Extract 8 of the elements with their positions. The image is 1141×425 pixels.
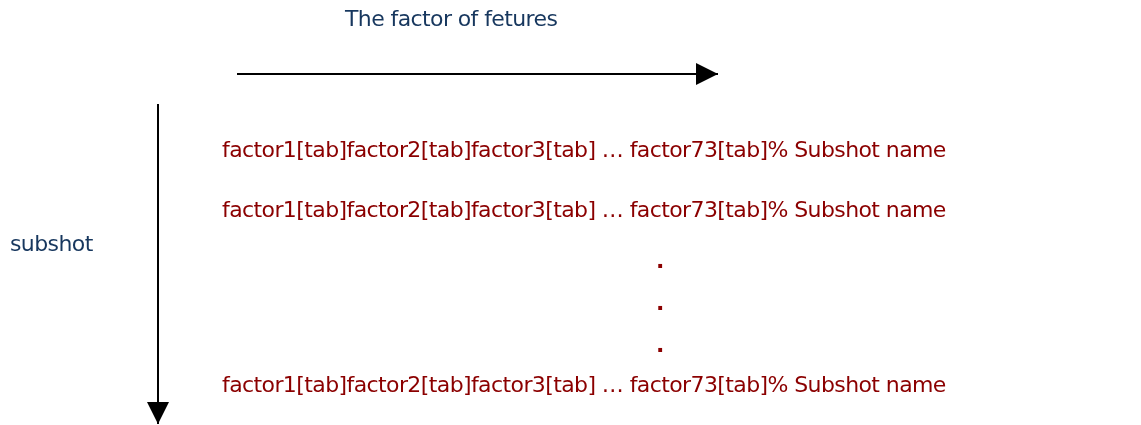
axis-title: subshot <box>10 231 93 256</box>
ellipsis-dot: . <box>656 290 664 315</box>
ellipsis-dot: . <box>656 248 664 273</box>
data-row: factor1[tab]factor2[tab]factor3[tab] … factor73[tab]% Subshot name <box>222 372 946 397</box>
ellipsis-dot: . <box>656 332 664 357</box>
axis-title: The factor of fetures <box>345 6 558 31</box>
data-row: factor1[tab]factor2[tab]factor3[tab] … factor73[tab]% Subshot name <box>222 197 946 222</box>
data-row: factor1[tab]factor2[tab]factor3[tab] … factor73[tab]% Subshot name <box>222 137 946 162</box>
